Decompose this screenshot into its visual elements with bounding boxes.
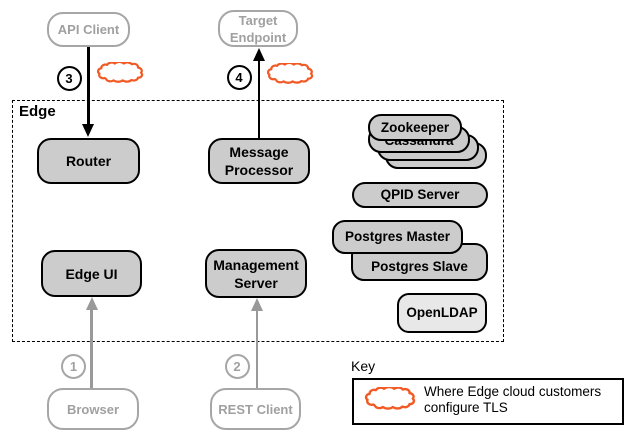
tls-cloud-icon xyxy=(97,62,144,83)
arrow-2-head-icon xyxy=(251,298,263,311)
step-marker-1: 1 xyxy=(61,354,86,379)
step-marker-4: 4 xyxy=(226,64,252,90)
arrow-2-line xyxy=(255,310,258,388)
rest-client-node: REST Client xyxy=(210,388,301,430)
router-node: Router xyxy=(37,138,140,184)
arrow-4-head-icon xyxy=(253,48,265,61)
postgres-master-node: Postgres Master xyxy=(332,220,463,254)
openldap-node: OpenLDAP xyxy=(397,293,487,333)
browser-node: Browser xyxy=(47,388,139,430)
edge-ui-node: Edge UI xyxy=(41,250,142,297)
step-marker-2: 2 xyxy=(224,354,250,379)
arrow-1-line xyxy=(90,309,93,388)
edge-group-label: Edge xyxy=(19,103,56,120)
key-title: Key xyxy=(351,358,376,374)
arrow-1-head-icon xyxy=(85,297,98,310)
arrow-3-line xyxy=(87,47,90,125)
qpid-server-node: QPID Server xyxy=(352,182,488,208)
message-processor-node: Message Processor xyxy=(208,138,310,184)
arrow-4-line xyxy=(257,60,260,138)
api-client-node: API Client xyxy=(47,12,130,47)
arrow-3-head-icon xyxy=(82,124,94,137)
tls-cloud-icon xyxy=(267,63,314,84)
tls-cloud-icon xyxy=(364,387,416,410)
management-server-node: Management Server xyxy=(205,249,307,298)
zookeeper-node: Zookeeper xyxy=(368,114,462,141)
key-description: Where Edge cloud customers configure TLS xyxy=(424,384,602,415)
target-endpoint-node: Target Endpoint xyxy=(218,10,298,47)
step-marker-3: 3 xyxy=(56,65,82,91)
